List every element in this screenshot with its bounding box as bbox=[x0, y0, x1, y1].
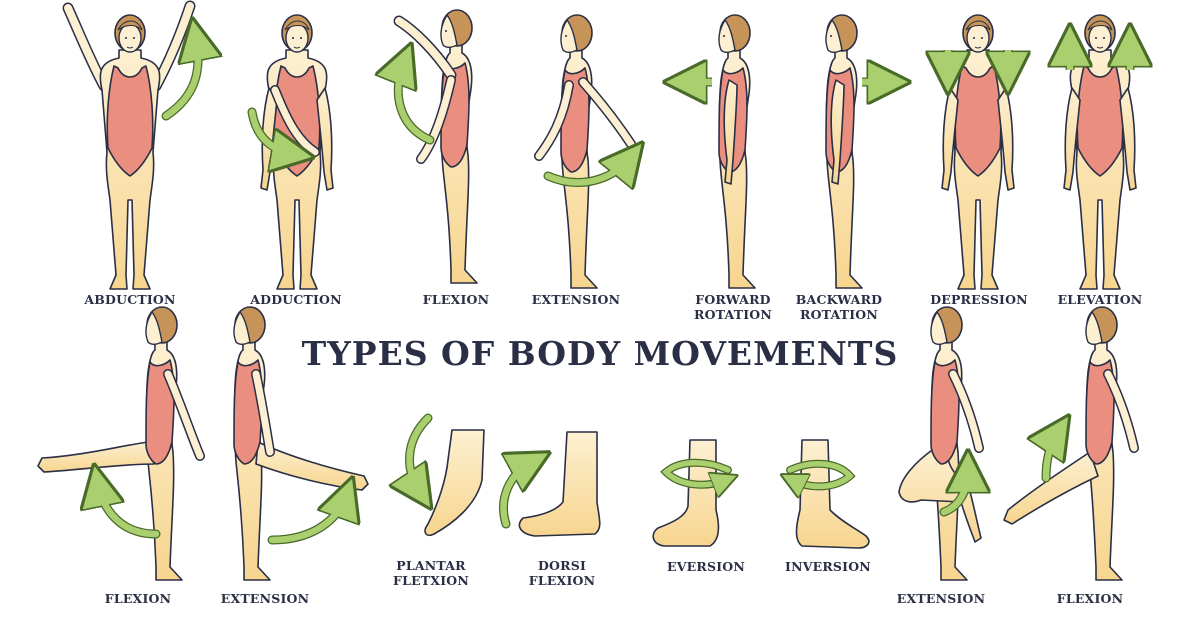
label-backward-rotation-line2: ROTATION bbox=[800, 307, 878, 322]
figure-extension-knee bbox=[898, 306, 984, 581]
label-eversion: EVERSION bbox=[667, 559, 745, 574]
label-extension-knee: EXTENSION bbox=[896, 591, 986, 606]
label-extension-arm: EXTENSION bbox=[531, 292, 621, 307]
label-flexion-hip: FLEXION bbox=[104, 591, 172, 606]
figure-elevation bbox=[1063, 14, 1137, 290]
label-dorsi-flexion: DORSI FLEXION bbox=[512, 558, 612, 588]
label-plantar-flexion-line1: PLANTAR bbox=[396, 558, 466, 573]
figure-abduction bbox=[62, 0, 196, 290]
label-forward-rotation-line2: ROTATION bbox=[694, 307, 772, 322]
label-extension-hip: EXTENSION bbox=[220, 591, 310, 606]
label-elevation: ELEVATION bbox=[1057, 292, 1143, 307]
figure-plantar-flexion bbox=[424, 429, 485, 537]
figure-eversion bbox=[652, 439, 720, 547]
figure-backward-rotation bbox=[825, 14, 863, 289]
label-adduction: ADDUCTION bbox=[250, 292, 342, 307]
label-backward-rotation-line1: BACKWARD bbox=[795, 292, 883, 307]
label-abduction: ABDUCTION bbox=[84, 292, 176, 307]
label-dorsi-flexion-line1: DORSI bbox=[538, 558, 586, 573]
page-title: TYPES OF BODY MOVEMENTS bbox=[301, 334, 899, 373]
figure-flexion-knee bbox=[1003, 306, 1139, 581]
figure-depression bbox=[941, 14, 1015, 290]
label-dorsi-flexion-line2: FLEXION bbox=[528, 573, 596, 588]
figure-extension-arm bbox=[534, 14, 636, 289]
figure-dorsi-flexion bbox=[518, 431, 601, 537]
figure-extension-hip bbox=[233, 306, 369, 581]
label-forward-rotation: FORWARD ROTATION bbox=[683, 292, 783, 322]
label-forward-rotation-line1: FORWARD bbox=[695, 292, 771, 307]
label-plantar-flexion: PLANTAR FLETXION bbox=[381, 558, 481, 588]
label-backward-rotation: BACKWARD ROTATION bbox=[789, 292, 889, 322]
label-flexion-knee: FLEXION bbox=[1056, 591, 1124, 606]
figure-flexion-hip bbox=[37, 306, 205, 581]
figure-flexion-arm bbox=[393, 9, 478, 284]
label-flexion-arm: FLEXION bbox=[422, 292, 490, 307]
label-inversion: INVERSION bbox=[785, 559, 871, 574]
label-plantar-flexion-line2: FLETXION bbox=[393, 573, 469, 588]
figure-inversion bbox=[795, 439, 870, 549]
label-depression: DEPRESSION bbox=[930, 292, 1028, 307]
figure-forward-rotation bbox=[718, 14, 756, 289]
